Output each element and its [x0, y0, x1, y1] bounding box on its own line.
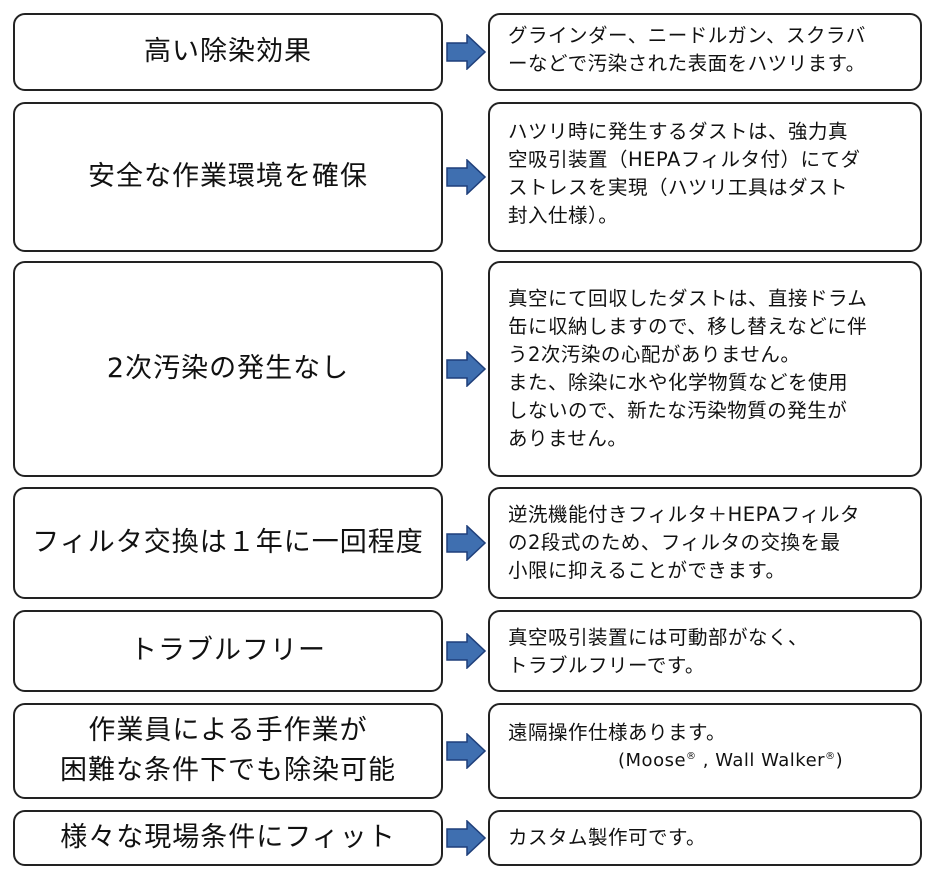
description-line: 遠隔操作仕様あります。 [508, 721, 727, 744]
product-paren-close: ) [835, 750, 844, 771]
description-line: 缶に収納しますので、移し替えなどに伴 [508, 315, 868, 338]
feature-label: 高い除染効果 [144, 36, 312, 67]
description-line: 空吸引装置（HEPAフィルタ付）にてダ [508, 148, 861, 171]
feature-box: 安全な作業環境を確保 [13, 102, 443, 252]
feature-box: 様々な現場条件にフィット [13, 810, 443, 866]
product-paren-open: ( [618, 750, 626, 771]
description-line: グラインダー、ニードルガン、スクラバ [508, 24, 866, 47]
feature-box: 作業員による手作業が 困難な条件下でも除染可能 [13, 703, 443, 799]
feature-label: 様々な現場条件にフィット [60, 822, 396, 853]
description-line: ストレスを実現（ハツリ工具はダスト [508, 176, 849, 199]
description-line: 逆洗機能付きフィルタ＋HEPAフィルタ [508, 503, 861, 526]
description-line: ハツリ時に発生するダストは、強力真 [508, 120, 849, 143]
description-box: 真空にて回収したダストは、直接ドラム 缶に収納しますので、移し替えなどに伴 う2… [488, 261, 922, 477]
feature-label: フィルタ交換は１年に一回程度 [32, 527, 424, 558]
feature-box: トラブルフリー [13, 610, 443, 692]
description-line: トラブルフリーです。 [508, 654, 705, 677]
description-line: 真空にて回収したダストは、直接ドラム [508, 287, 868, 310]
description-box: ハツリ時に発生するダストは、強力真 空吸引装置（HEPAフィルタ付）にてダ スト… [488, 102, 922, 252]
product-name-wall-walker: Wall Walker [715, 750, 826, 771]
description-box: 真空吸引装置には可動部がなく、 トラブルフリーです。 [488, 610, 922, 692]
feature-label: 作業員による手作業が [88, 715, 368, 746]
feature-box: 高い除染効果 [13, 13, 443, 91]
description-line: また、除染に水や化学物質などを使用 [508, 371, 849, 394]
description-line: ありません。 [508, 427, 628, 450]
feature-label: トラブルフリー [130, 635, 326, 666]
right-arrow-icon [446, 159, 486, 195]
description-line: 封入仕様）。 [508, 204, 619, 227]
right-arrow-icon [446, 351, 486, 387]
feature-box: フィルタ交換は１年に一回程度 [13, 487, 443, 599]
description-line: ーなどで汚染された表面をハツリます。 [508, 52, 866, 75]
feature-label: 困難な条件下でも除染可能 [60, 755, 396, 786]
description-line: カスタム製作可です。 [508, 826, 707, 849]
description-box: 逆洗機能付きフィルタ＋HEPAフィルタ の2段式のため、フィルタの交換を最 小限… [488, 487, 922, 599]
registered-mark: ® [825, 751, 836, 762]
product-names: (Moose® , Wall Walker®) [508, 747, 910, 775]
registered-mark: ® [686, 751, 697, 762]
description-line: 真空吸引装置には可動部がなく、 [508, 626, 809, 649]
description-line: う2次汚染の心配がありません。 [508, 343, 801, 366]
feature-label: 2次汚染の発生なし [106, 353, 350, 384]
description-box: 遠隔操作仕様あります。 (Moose® , Wall Walker®) [488, 703, 922, 799]
description-line: の2段式のため、フィルタの交換を最 [508, 531, 841, 554]
right-arrow-icon [446, 733, 486, 769]
product-name-moose: Moose [625, 750, 687, 771]
right-arrow-icon [446, 820, 486, 856]
description-box: カスタム製作可です。 [488, 810, 922, 866]
feature-label: 安全な作業環境を確保 [88, 161, 368, 192]
right-arrow-icon [446, 34, 486, 70]
description-line: 小限に抑えることができます。 [508, 559, 786, 582]
right-arrow-icon [446, 633, 486, 669]
description-box: グラインダー、ニードルガン、スクラバ ーなどで汚染された表面をハツリます。 [488, 13, 922, 91]
feature-box: 2次汚染の発生なし [13, 261, 443, 477]
product-separator: , [696, 750, 716, 771]
right-arrow-icon [446, 525, 486, 561]
description-line: しないので、新たな汚染物質の発生が [508, 399, 848, 422]
